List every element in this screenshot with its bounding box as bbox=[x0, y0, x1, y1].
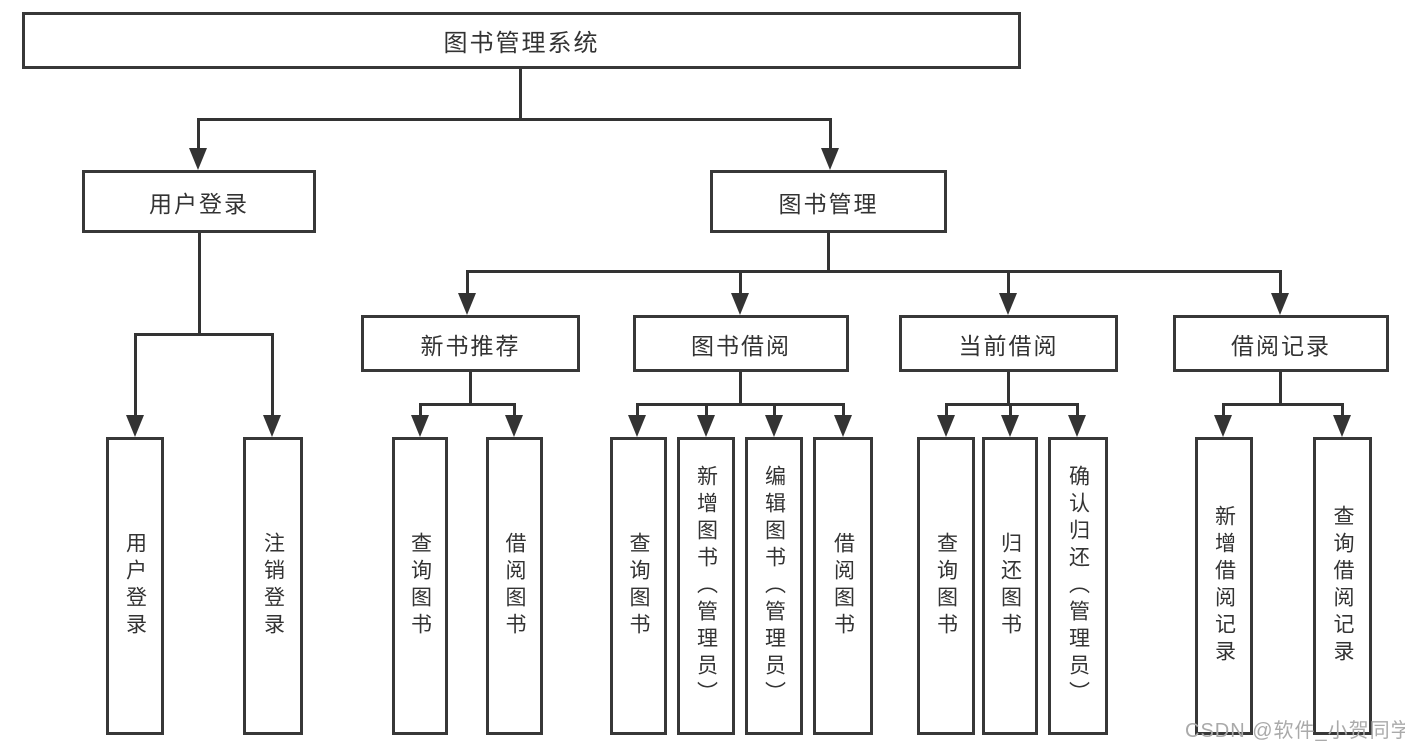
connector-line bbox=[419, 403, 422, 417]
leaf-logout-login-label: 注销登录 bbox=[261, 532, 285, 640]
leaf-bb-add-book-label: 新增图书（管理员） bbox=[694, 464, 718, 708]
node-book-management-label: 图书管理 bbox=[778, 190, 879, 217]
arrowhead-down-icon bbox=[821, 148, 839, 170]
leaf-br-query-record: 查询借阅记录 bbox=[1313, 437, 1372, 735]
connector-line bbox=[134, 333, 274, 336]
leaf-br-add-record-label: 新增借阅记录 bbox=[1212, 505, 1236, 667]
arrowhead-down-icon bbox=[189, 148, 207, 170]
leaf-logout-login: 注销登录 bbox=[243, 437, 303, 735]
arrowhead-down-icon bbox=[1214, 415, 1232, 437]
arrowhead-down-icon bbox=[263, 415, 281, 437]
connector-line bbox=[1007, 372, 1010, 406]
leaf-bb-edit-book-label: 编辑图书（管理员） bbox=[762, 464, 786, 708]
arrowhead-down-icon bbox=[628, 415, 646, 437]
arrowhead-down-icon bbox=[834, 415, 852, 437]
leaf-user-login-label: 用户登录 bbox=[123, 532, 147, 640]
arrowhead-down-icon bbox=[999, 293, 1017, 315]
connector-line bbox=[636, 403, 639, 417]
leaf-bb-borrow-book: 借阅图书 bbox=[813, 437, 873, 735]
connector-line bbox=[466, 270, 1282, 273]
leaf-bb-borrow-book-label: 借阅图书 bbox=[831, 532, 855, 640]
arrowhead-down-icon bbox=[937, 415, 955, 437]
connector-line bbox=[198, 233, 201, 336]
connector-line bbox=[829, 118, 832, 152]
connector-line bbox=[773, 403, 776, 417]
leaf-nb-borrow-book-label: 借阅图书 bbox=[503, 532, 526, 640]
connector-line bbox=[636, 403, 845, 406]
node-current-borrow-label: 当前借阅 bbox=[958, 332, 1059, 359]
leaf-cb-query-book-label: 查询图书 bbox=[934, 532, 958, 640]
node-current-borrow: 当前借阅 bbox=[899, 315, 1118, 372]
connector-line bbox=[1279, 372, 1282, 406]
connector-line bbox=[827, 233, 830, 272]
leaf-cb-confirm-return-label: 确认归还（管理员） bbox=[1066, 464, 1090, 708]
node-borrow-records: 借阅记录 bbox=[1173, 315, 1389, 372]
node-borrow-records-label: 借阅记录 bbox=[1231, 332, 1331, 359]
connector-line bbox=[134, 333, 137, 416]
csdn-watermark: CSDN @软件_小贺同学 bbox=[1185, 720, 1405, 742]
connector-line bbox=[739, 372, 742, 406]
arrowhead-down-icon bbox=[765, 415, 783, 437]
arrowhead-down-icon bbox=[1001, 415, 1019, 437]
arrowhead-down-icon bbox=[1068, 415, 1086, 437]
connector-line bbox=[1341, 403, 1344, 417]
node-book-borrow-label: 图书借阅 bbox=[691, 332, 791, 359]
arrowhead-down-icon bbox=[126, 415, 144, 437]
leaf-user-login: 用户登录 bbox=[106, 437, 164, 735]
connector-line bbox=[1076, 403, 1079, 417]
node-root-label: 图书管理系统 bbox=[443, 30, 600, 57]
arrowhead-down-icon bbox=[731, 293, 749, 315]
connector-line bbox=[1279, 270, 1282, 297]
leaf-br-query-record-label: 查询借阅记录 bbox=[1331, 505, 1354, 667]
arrowhead-down-icon bbox=[697, 415, 715, 437]
leaf-cb-return-book: 归还图书 bbox=[982, 437, 1038, 735]
leaf-cb-confirm-return: 确认归还（管理员） bbox=[1048, 437, 1108, 735]
connector-line bbox=[197, 118, 200, 152]
leaf-bb-add-book: 新增图书（管理员） bbox=[677, 437, 735, 735]
arrowhead-down-icon bbox=[505, 415, 523, 437]
connector-line bbox=[197, 118, 832, 121]
connector-line bbox=[945, 403, 1079, 406]
connector-line bbox=[945, 403, 948, 417]
node-new-book-recommend: 新书推荐 bbox=[361, 315, 580, 372]
connector-line bbox=[705, 403, 708, 417]
connector-line bbox=[1007, 270, 1010, 297]
node-user-login-label: 用户登录 bbox=[149, 190, 249, 217]
node-book-management: 图书管理 bbox=[710, 170, 947, 233]
connector-line bbox=[419, 403, 516, 406]
leaf-nb-query-book-label: 查询图书 bbox=[408, 532, 432, 640]
leaf-br-add-record: 新增借阅记录 bbox=[1195, 437, 1253, 735]
leaf-cb-query-book: 查询图书 bbox=[917, 437, 975, 735]
leaf-cb-return-book-label: 归还图书 bbox=[998, 532, 1022, 640]
connector-line bbox=[842, 403, 845, 417]
connector-line bbox=[519, 69, 522, 121]
arrowhead-down-icon bbox=[1333, 415, 1351, 437]
arrowhead-down-icon bbox=[458, 293, 476, 315]
arrowhead-down-icon bbox=[1271, 293, 1289, 315]
connector-line bbox=[271, 333, 274, 416]
node-book-borrow: 图书借阅 bbox=[633, 315, 849, 372]
node-root: 图书管理系统 bbox=[22, 12, 1021, 69]
connector-line bbox=[1222, 403, 1344, 406]
leaf-nb-query-book: 查询图书 bbox=[392, 437, 448, 735]
connector-line bbox=[739, 270, 742, 297]
leaf-nb-borrow-book: 借阅图书 bbox=[486, 437, 543, 735]
connector-line bbox=[513, 403, 516, 417]
arrowhead-down-icon bbox=[411, 415, 429, 437]
leaf-bb-query-book: 查询图书 bbox=[610, 437, 667, 735]
node-user-login: 用户登录 bbox=[82, 170, 316, 233]
connector-line bbox=[466, 270, 469, 297]
connector-line bbox=[1009, 403, 1012, 417]
node-new-book-recommend-label: 新书推荐 bbox=[420, 332, 521, 359]
leaf-bb-edit-book: 编辑图书（管理员） bbox=[745, 437, 803, 735]
connector-line bbox=[1222, 403, 1225, 417]
leaf-bb-query-book-label: 查询图书 bbox=[627, 532, 650, 640]
connector-line bbox=[469, 372, 472, 406]
